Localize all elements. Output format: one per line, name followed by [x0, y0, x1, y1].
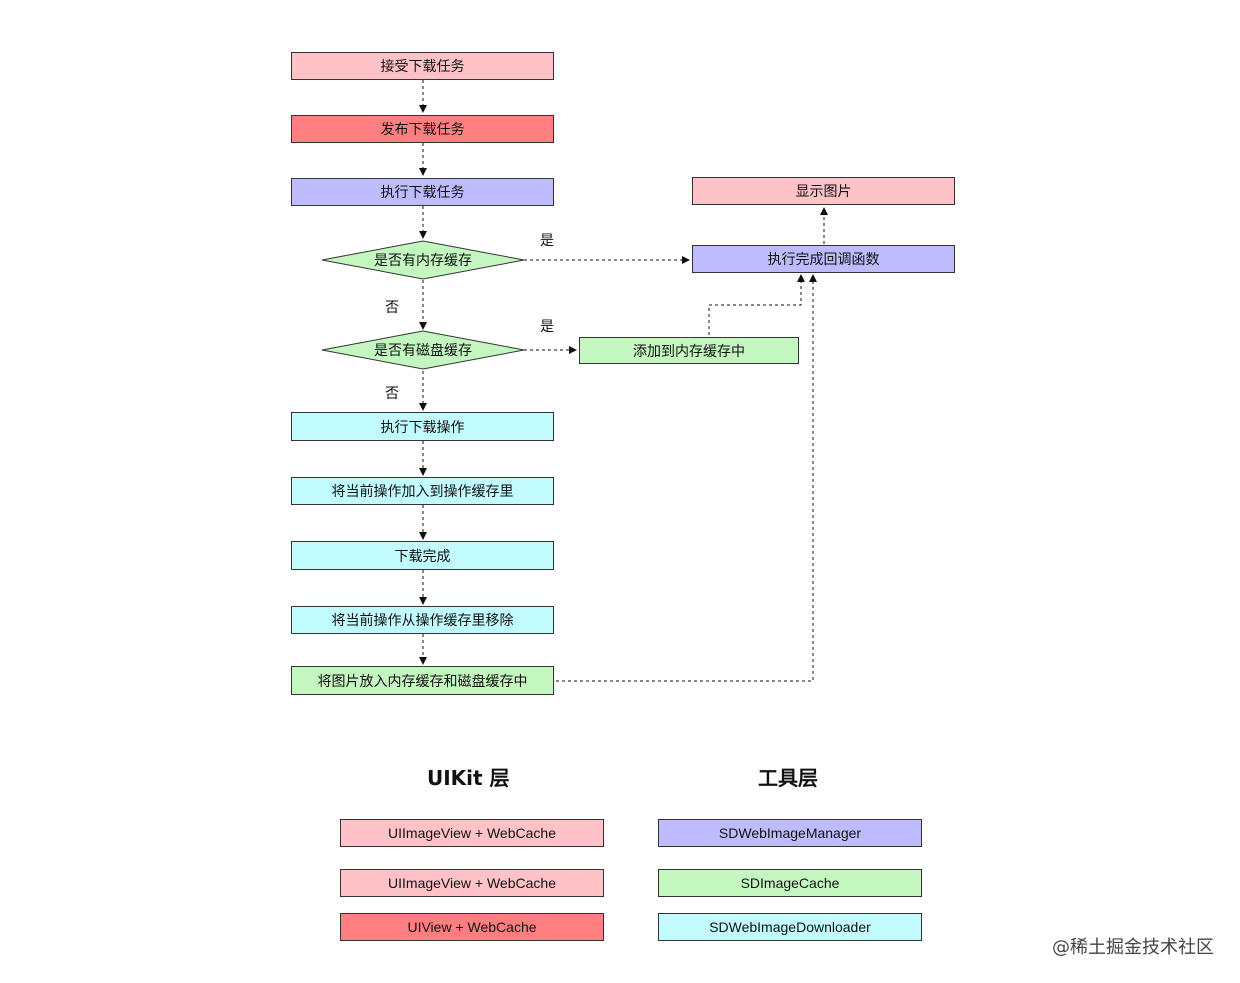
remove-op-cache-label: 将当前操作从操作缓存里移除	[331, 613, 514, 629]
tool-layer-title: 工具层	[758, 766, 818, 790]
add-memory-cache-label: 添加到内存缓存中	[633, 343, 745, 360]
download-operation-box: 执行下载操作	[291, 412, 554, 441]
accept-task-label: 接受下载任务	[380, 59, 465, 75]
no-memory-label: 否	[385, 300, 399, 316]
legend-tool-item-2-label: SDImageCache	[740, 875, 840, 891]
arrow-store-callback	[556, 274, 817, 682]
publish-task-box: 发布下载任务	[291, 115, 554, 143]
uikit-layer-title: UIKit 层	[427, 766, 510, 790]
download-operation-label: 执行下载操作	[380, 419, 465, 436]
legend-tool-item-3-label: SDWebImageDownloader	[709, 919, 871, 935]
download-done-box: 下载完成	[291, 541, 554, 570]
legend-uikit-item-2: UIImageView + WebCache	[340, 869, 604, 897]
publish-task-label: 发布下载任务	[380, 122, 465, 138]
show-image-box: 显示图片	[692, 177, 955, 205]
execute-task-label: 执行下载任务	[380, 185, 465, 201]
memory-check-diamond	[321, 240, 525, 280]
disk-check-diamond	[321, 330, 525, 370]
show-image-label: 显示图片	[795, 184, 852, 200]
execute-task-box: 执行下载任务	[291, 178, 554, 206]
download-done-label: 下载完成	[394, 548, 451, 565]
store-cache-box: 将图片放入内存缓存和磁盘缓存中	[291, 666, 554, 695]
legend-uikit-item-1-label: UIImageView + WebCache	[388, 825, 556, 841]
remove-op-cache-box: 将当前操作从操作缓存里移除	[291, 606, 554, 634]
legend-uikit-item-2-label: UIImageView + WebCache	[388, 875, 556, 891]
legend-uikit-item-3: UIView + WebCache	[340, 913, 604, 941]
add-op-cache-box: 将当前操作加入到操作缓存里	[291, 477, 554, 505]
accept-task-box: 接受下载任务	[291, 52, 554, 80]
watermark-text: @稀土掘金技术社区	[1052, 937, 1214, 958]
add-memory-cache-box: 添加到内存缓存中	[579, 337, 799, 364]
add-op-cache-label: 将当前操作加入到操作缓存里	[331, 484, 514, 500]
legend-tool-item-1: SDWebImageManager	[658, 819, 922, 847]
disk-check-label: 是否有磁盘缓存	[374, 343, 472, 359]
callback-label: 执行完成回调函数	[767, 252, 880, 268]
memory-check-label: 是否有内存缓存	[374, 253, 472, 269]
arrow-addmemory-callback	[708, 274, 805, 335]
legend-uikit-item-3-label: UIView + WebCache	[407, 919, 537, 935]
legend-uikit-item-1: UIImageView + WebCache	[340, 819, 604, 847]
no-disk-label: 否	[385, 386, 399, 402]
yes-disk-label: 是	[540, 319, 554, 335]
callback-box: 执行完成回调函数	[692, 245, 955, 273]
store-cache-label: 将图片放入内存缓存和磁盘缓存中	[317, 673, 528, 690]
legend-tool-item-3: SDWebImageDownloader	[658, 913, 922, 941]
legend-tool-item-1-label: SDWebImageManager	[718, 825, 862, 841]
yes-memory-label: 是	[540, 233, 554, 249]
legend-tool-item-2: SDImageCache	[658, 869, 922, 897]
